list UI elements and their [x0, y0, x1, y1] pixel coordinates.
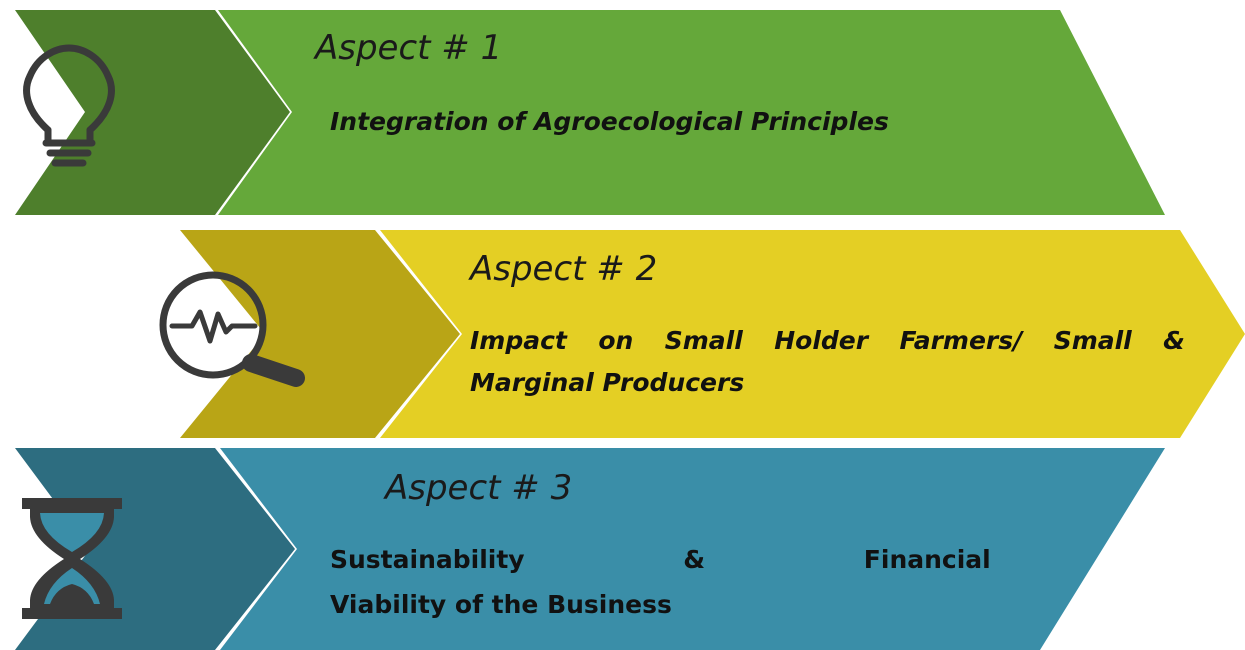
aspect-1-heading: Aspect # 1 — [315, 28, 503, 68]
aspect-2-chevron — [180, 230, 460, 438]
aspect-3-heading: Aspect # 3 — [385, 468, 573, 508]
magnifier-pulse-icon — [159, 271, 305, 387]
aspect-2-title-line-2: Marginal Producers — [470, 368, 745, 397]
aspect-1-title: Integration of Agroecological Principles — [330, 107, 889, 136]
aspect-2-title-line-1: Impact on Small Holder Farmers/ Small & — [470, 326, 1185, 355]
aspect-2-heading: Aspect # 2 — [470, 249, 658, 289]
aspect-3-arrow — [220, 448, 1165, 650]
aspect-3-title-line-2: Viability of the Business — [330, 590, 672, 619]
lightbulb-icon — [23, 44, 115, 167]
aspect-3-title-line-1: Sustainability & Financial — [330, 545, 991, 574]
aspect-2-arrow — [380, 230, 1245, 438]
aspect-1-arrow — [218, 10, 1165, 215]
hourglass-icon — [22, 498, 122, 619]
